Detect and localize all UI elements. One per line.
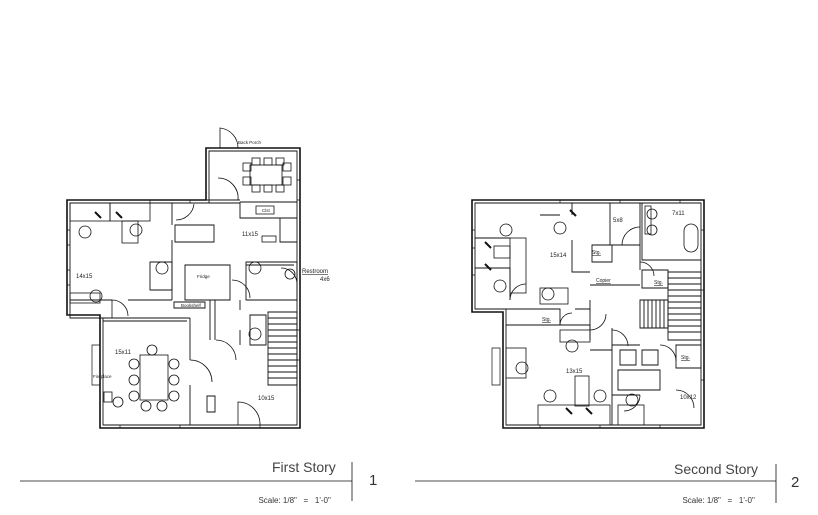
conference-table <box>103 344 180 412</box>
room-label-office: 14x15 <box>76 274 93 280</box>
room-label-office-c: 10x12 <box>680 395 697 401</box>
room-label-closet: Clst <box>262 208 270 213</box>
sheet-number-2: 2 <box>791 474 800 491</box>
scale-value: 1'-0" <box>738 496 755 505</box>
first-story-windows <box>67 179 300 428</box>
room-label-storage-a: 5x8 <box>613 218 623 224</box>
title-block-lines <box>20 462 777 503</box>
second-story-interior-walls <box>474 202 702 426</box>
room-label-restroom: Restroom <box>302 269 328 275</box>
room-label-stg-3: Stg. <box>542 317 551 323</box>
room-label-restroom-size: 4x6 <box>320 277 330 283</box>
scale-equals: = <box>727 496 733 505</box>
scale-value: 1'-0" <box>314 496 331 505</box>
second-story-windows <box>472 200 704 428</box>
room-label-office-a: 15x14 <box>550 253 567 259</box>
room-label-bath: 7x11 <box>672 211 685 217</box>
second-story-plan <box>471 199 705 429</box>
room-label-stg-1: Stg. <box>592 250 601 256</box>
sheet-scale-1: Scale: 1/8" = 1'-0" <box>254 487 331 505</box>
sheet-title-first-story: First Story <box>272 459 336 475</box>
room-label-fridge: Fridge <box>197 274 210 279</box>
sheet-number-1: 1 <box>369 472 378 489</box>
room-label-kitchen: 11x15 <box>242 232 259 238</box>
porch-table <box>242 157 292 193</box>
first-story-desks <box>69 202 296 341</box>
room-label-stg-4: Stg. <box>681 355 690 361</box>
room-label-conference: 15x11 <box>115 350 132 356</box>
room-label-back-porch: Back Porch <box>238 140 262 145</box>
sheet-scale-2: Scale: 1/8" = 1'-0" <box>678 487 755 505</box>
first-story-doors <box>111 127 298 426</box>
first-story-exterior-walls <box>66 147 301 429</box>
second-story-doors <box>509 226 695 412</box>
first-story-interior-walls <box>69 150 298 426</box>
bath-fixtures <box>644 205 699 253</box>
room-label-bookshelf: Bookshelf <box>181 303 202 308</box>
room-label-fireplace: Fireplace <box>93 374 112 379</box>
room-label-copier: Copier <box>596 278 611 284</box>
first-story-plan <box>66 127 301 429</box>
sheet-title-second-story: Second Story <box>674 461 759 477</box>
second-story-exterior-walls <box>471 199 705 429</box>
scale-label: Scale: 1/8" <box>258 496 297 505</box>
room-label-office-b: 13x15 <box>566 369 583 375</box>
scale-label: Scale: 1/8" <box>682 496 721 505</box>
room-label-stg-2: Stg. <box>654 280 663 286</box>
scale-equals: = <box>303 496 309 505</box>
room-label-entry: 10x15 <box>258 396 275 402</box>
second-story-desks <box>484 209 645 426</box>
